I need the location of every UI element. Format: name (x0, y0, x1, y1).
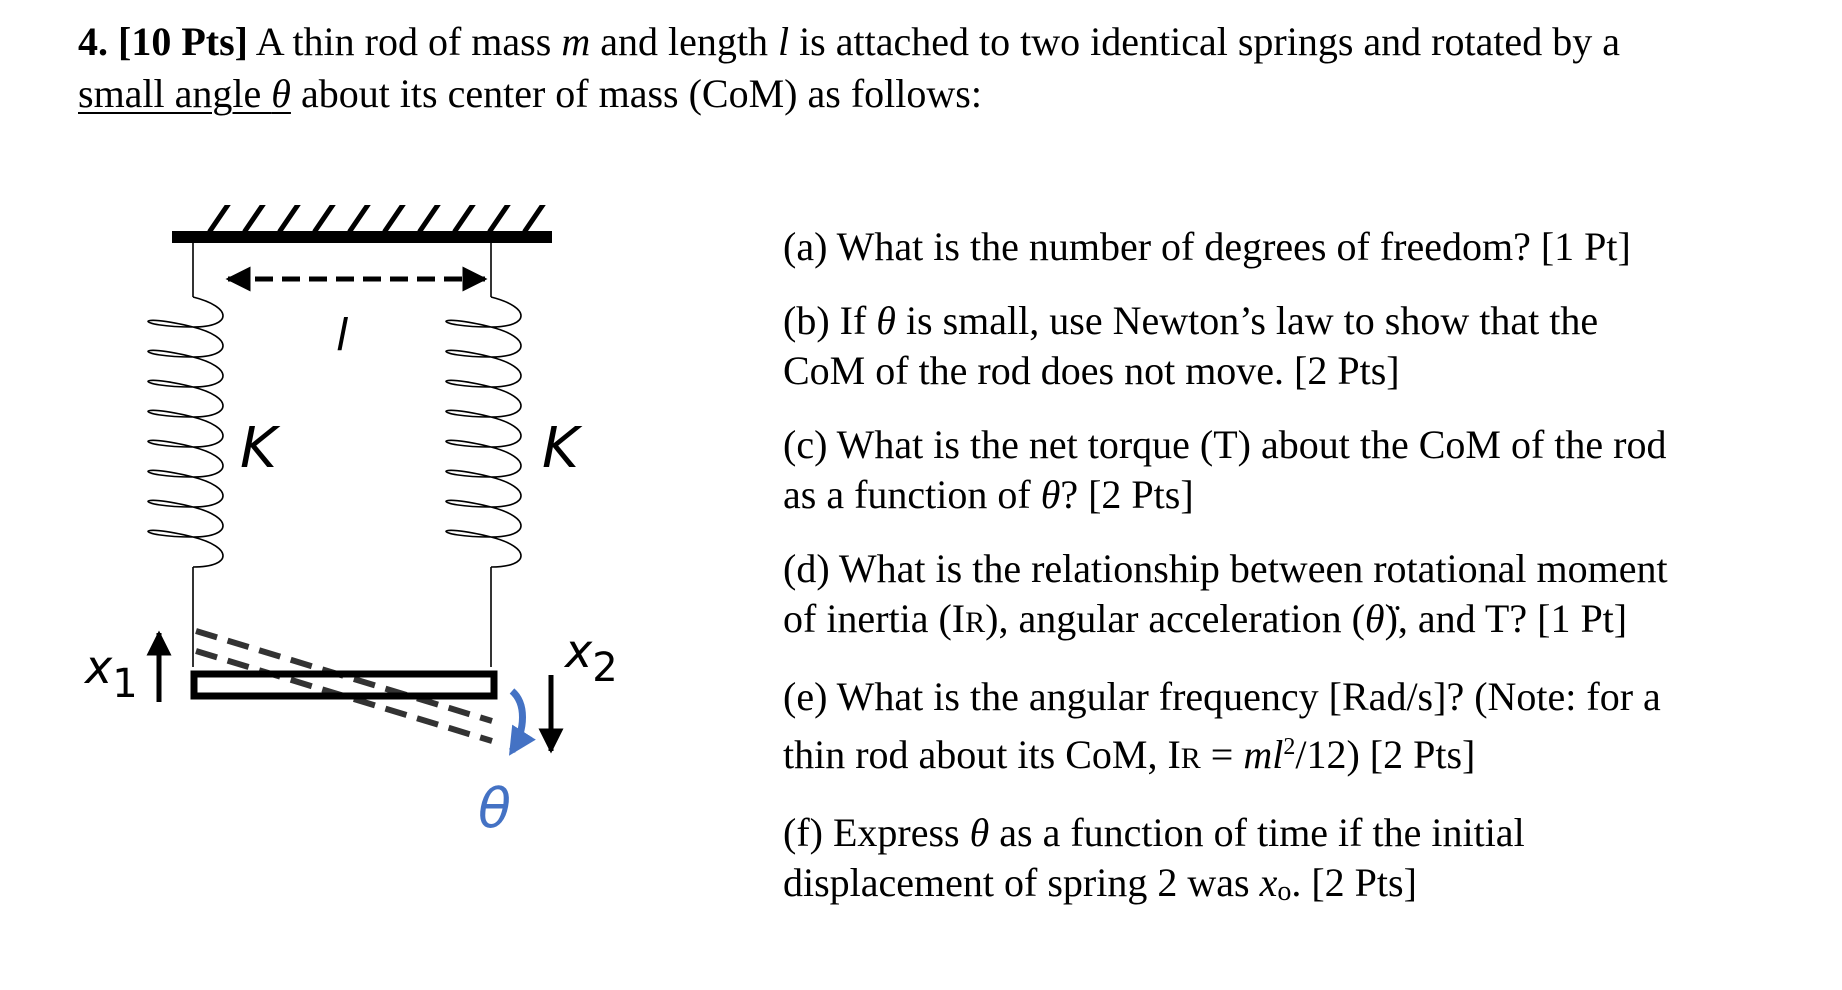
question-d-line-2: of inertia (IR), angular acceleration (θ… (783, 596, 1628, 641)
theta-symbol: θ (271, 71, 291, 116)
question-f-x: x (1259, 860, 1278, 905)
rod-spring-figure: l K K x1 x2 θ (80, 184, 760, 985)
question-e-line-1: (e) What is the angular frequency [Rad/s… (783, 674, 1661, 719)
question-e: (e) What is the angular frequency [Rad/s… (783, 672, 1783, 784)
problem-points: [10 Pts] (118, 19, 248, 64)
question-b-theta: θ (876, 298, 896, 343)
question-b-line-1: (b) If θ is small, use Newton’s law to s… (783, 298, 1599, 343)
statement-text-2: and length (590, 19, 778, 64)
small-angle-underline: small angle θ (78, 71, 291, 116)
question-b-line-2: CoM of the rod does not move. [2 Pts] (783, 348, 1400, 393)
statement-text-1: A thin rod of mass (247, 19, 562, 64)
question-c-theta: θ (1040, 472, 1061, 517)
statement-text-3: is attached to two identical springs and… (789, 19, 1620, 64)
figure-svg: l K K x1 x2 θ (83, 184, 618, 840)
question-f-theta: θ (969, 810, 990, 855)
problem-statement: 4. [10 Pts] A thin rod of mass m and len… (78, 16, 1798, 120)
angle-label: θ (478, 777, 511, 840)
question-a-text: (a) What is the number of degrees of fre… (783, 224, 1631, 269)
question-d-line-1: (d) What is the relationship between rot… (783, 546, 1668, 591)
x1-subscript: 1 (112, 661, 137, 707)
problem-number: 4. (78, 19, 108, 64)
right-spring-constant-label: K (542, 416, 583, 481)
statement-text-4: about its center of mass (CoM) as follow… (290, 71, 982, 116)
thin-rod (190, 670, 498, 700)
x2-label: x2 (563, 624, 618, 691)
question-e-line-2: thin rod about its CoM, IR = ml2/12) [2 … (783, 732, 1476, 777)
x2-subscript: 2 (592, 645, 617, 691)
question-e-r-subscript: R (1180, 742, 1201, 775)
rotation-angle-arc (508, 688, 536, 756)
question-b: (b) If θ is small, use Newton’s law to s… (783, 296, 1783, 396)
rotated-rod-outline (195, 628, 493, 744)
mass-symbol: m (561, 19, 591, 64)
question-f: (f) Express θ as a function of time if t… (783, 808, 1783, 917)
question-d-theta-ddot: θ̈ (1364, 596, 1385, 641)
question-c-line-2: as a function of θ? [2 Pts] (783, 472, 1194, 517)
question-f-o-subscript: o (1277, 876, 1292, 907)
question-e-ml: ml (1243, 732, 1284, 777)
ceiling-support (172, 184, 558, 243)
left-spring (147, 243, 224, 667)
question-list: (a) What is the number of degrees of fre… (783, 222, 1783, 941)
right-spring (445, 243, 522, 667)
x1-label: x1 (83, 640, 138, 707)
question-e-square: 2 (1283, 734, 1296, 760)
length-symbol: l (777, 19, 790, 64)
question-c-line-1: (c) What is the net torque (T) about the… (783, 422, 1667, 467)
question-d: (d) What is the relationship between rot… (783, 544, 1783, 648)
question-a: (a) What is the number of degrees of fre… (783, 222, 1783, 272)
question-f-line-1: (f) Express θ as a function of time if t… (783, 810, 1525, 855)
left-spring-constant-label: K (240, 416, 281, 481)
question-d-r-subscript: R (965, 606, 986, 639)
question-f-line-2: displacement of spring 2 was xo. [2 Pts] (783, 860, 1417, 907)
statement-underlined-text: small angle (78, 71, 272, 116)
length-label: l (336, 310, 349, 361)
question-c: (c) What is the net torque (T) about the… (783, 420, 1783, 520)
